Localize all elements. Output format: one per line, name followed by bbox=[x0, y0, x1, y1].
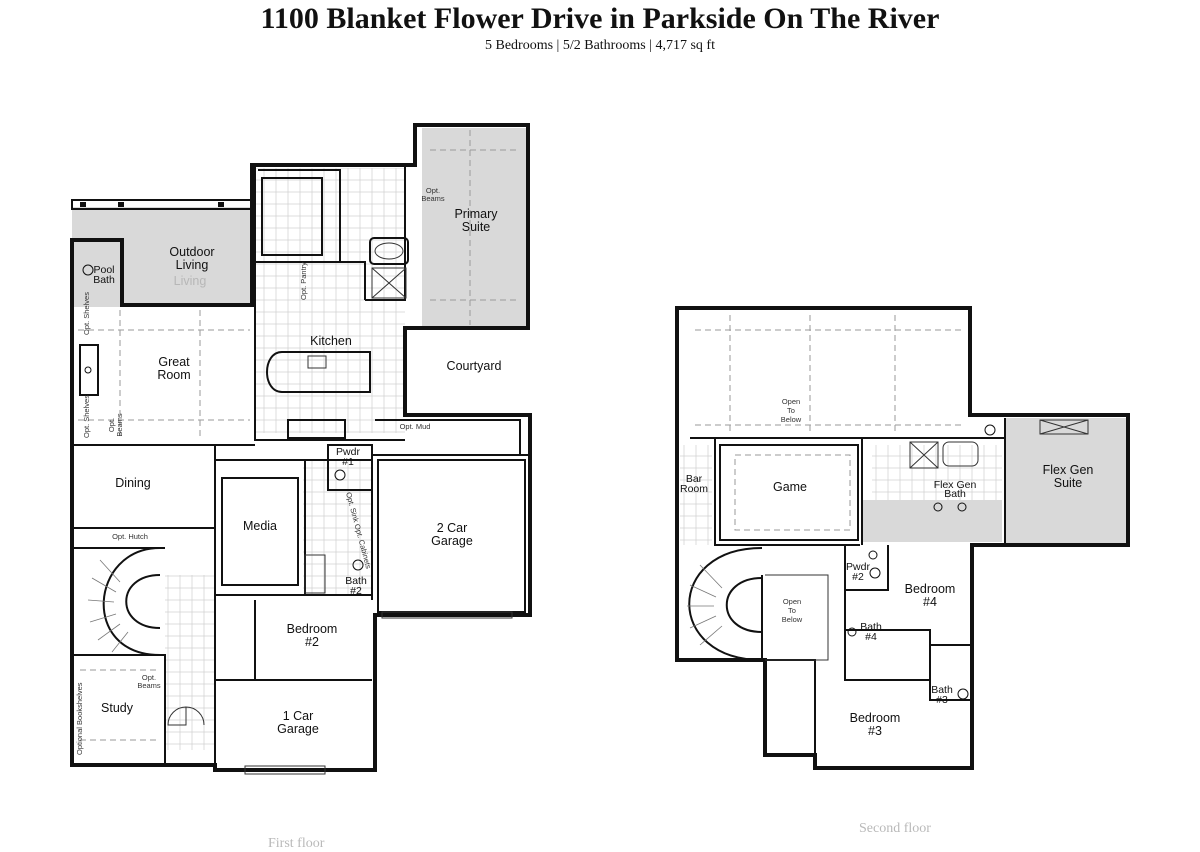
opt-beams-great-line1: Opt. bbox=[107, 418, 116, 432]
first-floor-caption: First floor bbox=[268, 836, 325, 851]
second-floor-stair-inner bbox=[725, 577, 763, 633]
open-to-below-stair-line3: Below bbox=[782, 615, 803, 624]
bath2-label-line2: #2 bbox=[350, 585, 362, 597]
open-to-below-top-line1: Open bbox=[782, 397, 800, 406]
primary-suite-label-line1: Primary bbox=[454, 207, 498, 221]
flex-gen-suite-area bbox=[1005, 418, 1127, 543]
second-floor-stair-outer bbox=[688, 547, 763, 661]
opt-pantry-label: Opt. Pantry bbox=[299, 262, 308, 300]
opt-mud-label: Opt. Mud bbox=[400, 422, 431, 431]
pwdr1-label-line1: Pwdr bbox=[336, 446, 360, 458]
bath4-label-line2: #4 bbox=[865, 631, 877, 643]
media-label: Media bbox=[243, 519, 277, 533]
foyer-tile-area bbox=[165, 575, 215, 750]
first-floor-stair-inner bbox=[125, 574, 161, 629]
open-to-below-stair-line2: To bbox=[788, 606, 796, 615]
kitchen-island bbox=[266, 351, 371, 393]
open-to-below-top-line3: Below bbox=[781, 415, 802, 424]
first-floor-plan bbox=[70, 123, 532, 775]
kitchen-label: Kitchen bbox=[310, 334, 352, 348]
outdoor-living-ghost-label: Living bbox=[174, 274, 207, 288]
two-car-garage-label-line2: Garage bbox=[431, 534, 473, 548]
courtyard-label: Courtyard bbox=[447, 359, 502, 373]
flex-gen-suite-label-line2: Suite bbox=[1054, 476, 1083, 490]
bath2-label-line1: Bath bbox=[345, 575, 367, 587]
second-floor-caption: Second floor bbox=[859, 821, 931, 836]
opt-beams-study-line1: Opt. bbox=[142, 673, 156, 682]
flex-gen-hall-area bbox=[862, 500, 1002, 542]
bar-room-label-line2: Room bbox=[680, 483, 708, 495]
great-room-label-line2: Room bbox=[157, 368, 190, 382]
one-car-garage-label-line1: 1 Car bbox=[283, 709, 314, 723]
opt-hutch-label: Opt. Hutch bbox=[112, 532, 148, 541]
opt-beams-study-line2: Beams bbox=[137, 681, 161, 690]
great-room-label-line1: Great bbox=[158, 355, 190, 369]
second-floor-plan bbox=[675, 306, 1130, 770]
dining-label: Dining bbox=[115, 476, 150, 490]
flex-gen-bath-label-line2: Bath bbox=[944, 488, 966, 500]
utility-tile-area bbox=[303, 460, 373, 595]
opt-beams-great-line2: Beams bbox=[115, 413, 124, 437]
bedroom2-label-line1: Bedroom bbox=[287, 622, 338, 636]
pwdr1-label-line2: #1 bbox=[342, 456, 354, 468]
pool-bath-label-line1: Pool bbox=[93, 264, 114, 276]
page-title: 1100 Blanket Flower Drive in Parkside On… bbox=[260, 2, 940, 35]
open-to-below-stair-line1: Open bbox=[783, 597, 801, 606]
bar-room-tile-area bbox=[680, 445, 712, 545]
bedroom3-label-line1: Bedroom bbox=[850, 711, 901, 725]
outdoor-living-label-line2: Living bbox=[176, 258, 209, 272]
fireplace bbox=[79, 344, 99, 396]
opt-beams-primary-line2: Beams bbox=[421, 194, 445, 203]
primary-suite-area bbox=[422, 128, 528, 328]
opt-shelves-top-label: Opt. Shelves bbox=[82, 292, 91, 335]
primary-suite-label-line2: Suite bbox=[462, 220, 491, 234]
bedroom4-label-line1: Bedroom bbox=[905, 582, 956, 596]
open-to-below-top-line2: To bbox=[787, 406, 795, 415]
opt-beams-primary-line1: Opt. bbox=[426, 186, 440, 195]
bath3-label-line1: Bath bbox=[931, 684, 953, 696]
flex-gen-bath-tile-area bbox=[872, 445, 1002, 500]
bar-room-label-line1: Bar bbox=[686, 473, 703, 485]
page-subtitle: 5 Bedrooms | 5/2 Bathrooms | 4,717 sq ft bbox=[485, 38, 715, 53]
optional-bookshelves-label: Optional Bookshelves bbox=[75, 682, 84, 755]
outdoor-living-area bbox=[72, 207, 252, 307]
bedroom2-label-line2: #2 bbox=[305, 635, 319, 649]
flex-gen-suite-label-line1: Flex Gen bbox=[1043, 463, 1094, 477]
flex-gen-bath-label-line1: Flex Gen bbox=[934, 479, 977, 491]
bath3-label-line2: #3 bbox=[936, 694, 948, 706]
pwdr2-label-line1: Pwdr bbox=[846, 561, 870, 573]
opt-shelves-bottom-label: Opt. Shelves bbox=[82, 395, 91, 438]
one-car-garage-label-line2: Garage bbox=[277, 722, 319, 736]
bedroom3-label-line2: #3 bbox=[868, 724, 882, 738]
game-label: Game bbox=[773, 480, 807, 494]
outdoor-living-label-line1: Outdoor bbox=[169, 245, 214, 259]
bedroom4-label-line2: #4 bbox=[923, 595, 937, 609]
pwdr2-label-line2: #2 bbox=[852, 571, 864, 583]
pool-bath-label-line2: Bath bbox=[93, 274, 115, 286]
bath4-label-line1: Bath bbox=[860, 621, 882, 633]
two-car-garage-label-line1: 2 Car bbox=[437, 521, 468, 535]
study-label: Study bbox=[101, 701, 134, 715]
